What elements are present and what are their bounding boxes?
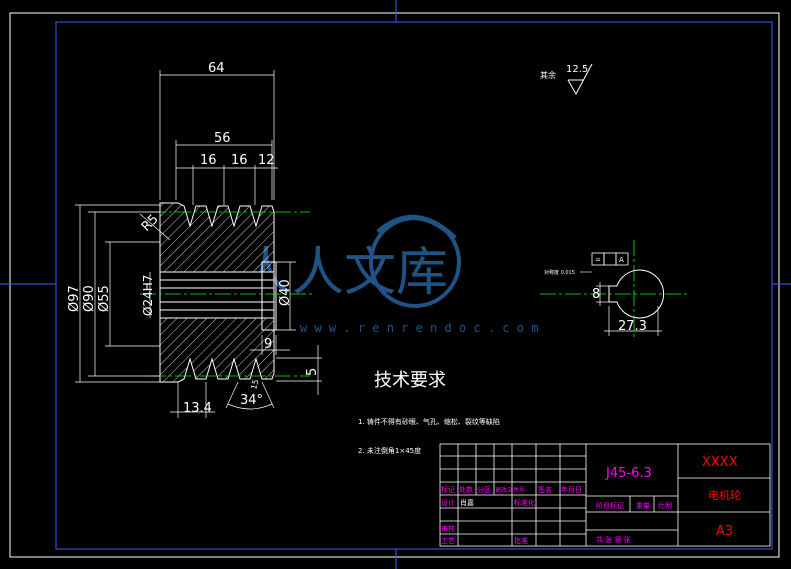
- hub: [261, 261, 277, 331]
- requirements-heading: 技术要求: [374, 370, 446, 391]
- bore-area: [159, 271, 275, 319]
- requirement-2: 2. 未注倒角1×45度: [358, 446, 421, 455]
- watermark: 人人文库 w w w . r e n r e n d o c . c o m: [240, 215, 538, 335]
- title-block: [439, 443, 771, 547]
- design-name: 肖嘉: [460, 498, 474, 507]
- tolerance-text: 对称度 0.015: [544, 269, 575, 276]
- section-dim-labels: 64 56 16 16 12 R5 Ø97 Ø90 Ø55 Ø24H7 Ø40 …: [67, 61, 320, 416]
- row-label-6: 年月日: [561, 485, 582, 494]
- dim-d55: Ø55: [97, 285, 112, 312]
- lower-section: [159, 317, 275, 383]
- section-centerlines: [140, 211, 312, 377]
- row-label-4: 更改文件号: [495, 486, 525, 494]
- review-label: 审核: [441, 524, 455, 533]
- process-label: 工艺: [441, 537, 455, 545]
- sheet-size: A3: [716, 524, 733, 539]
- weight-label: 重量: [636, 502, 650, 510]
- surface-roughness: 其余 12.5: [540, 63, 593, 96]
- dim-15: 15: [249, 378, 260, 390]
- part-name: 电机轮: [708, 488, 741, 502]
- surface-label: 其余: [540, 70, 556, 80]
- scale-label: 比例: [658, 501, 672, 510]
- dim-d97: Ø97: [67, 285, 82, 312]
- dim-64: 64: [208, 61, 225, 76]
- bore-outline: [608, 269, 665, 319]
- sheets-label: 共 张 第 张: [596, 535, 631, 544]
- technical-requirements: 技术要求 1. 铸件不得有砂眼、气孔、缩松、裂纹等缺陷 2. 未注倒角1×45度: [358, 370, 500, 455]
- dim-bore: Ø24H7: [141, 275, 155, 316]
- dim-5: 5: [305, 368, 320, 376]
- material: J45-6.3: [605, 466, 652, 481]
- dim-13-4: 13.4: [183, 401, 212, 416]
- watermark-url: w w w . r e n r e n d o c . c o m: [300, 321, 538, 335]
- dim-16-b: 16: [231, 153, 248, 168]
- row-label-2: 处数: [459, 485, 473, 494]
- dim-16-a: 16: [200, 153, 217, 168]
- inner-frame: [55, 21, 773, 550]
- dim-d90: Ø90: [82, 285, 97, 312]
- dim-12: 12: [258, 153, 275, 168]
- side-view: 8 27.3 对称度 0.015 = A: [540, 240, 690, 340]
- section-view: [159, 202, 277, 383]
- row-label-1: 标记: [441, 485, 455, 494]
- surface-value: 12.5: [566, 64, 588, 75]
- stage-label: 阶段标记: [596, 501, 624, 510]
- tolerance-datum: A: [619, 256, 624, 264]
- dim-r5: R5: [139, 212, 162, 235]
- dim-34: 34°: [240, 393, 263, 408]
- roughness-symbol: [567, 63, 593, 96]
- title-block-text: J45-6.3 XXXX 电机轮 A3 标记 处数 分区 更改文件号 签名 年月…: [441, 455, 741, 545]
- tolerance-symbol: =: [595, 256, 601, 264]
- requirement-1: 1. 铸件不得有砂眼、气孔、缩松、裂纹等缺陷: [358, 417, 500, 426]
- upper-section: [159, 202, 275, 273]
- dim-9: 9: [264, 337, 272, 352]
- section-dimensions: [75, 70, 322, 418]
- design-label: 设计: [441, 498, 455, 507]
- keyway: [159, 287, 275, 303]
- tolerance-box-2: [603, 252, 617, 266]
- watermark-text: 人人文库: [240, 243, 448, 303]
- dim-56: 56: [214, 131, 231, 146]
- approve-label: 批准: [514, 536, 528, 545]
- row-label-5: 签名: [538, 485, 552, 494]
- dim-27-3: 27.3: [618, 319, 647, 334]
- dim-d40: Ø40: [278, 279, 293, 306]
- standard-label: 标准化: [514, 498, 535, 507]
- row-label-3: 分区: [477, 485, 491, 494]
- company: XXXX: [702, 455, 738, 470]
- outer-frame: [9, 12, 780, 558]
- dim-key-8: 8: [592, 287, 600, 302]
- tolerance-box-3: [615, 252, 629, 266]
